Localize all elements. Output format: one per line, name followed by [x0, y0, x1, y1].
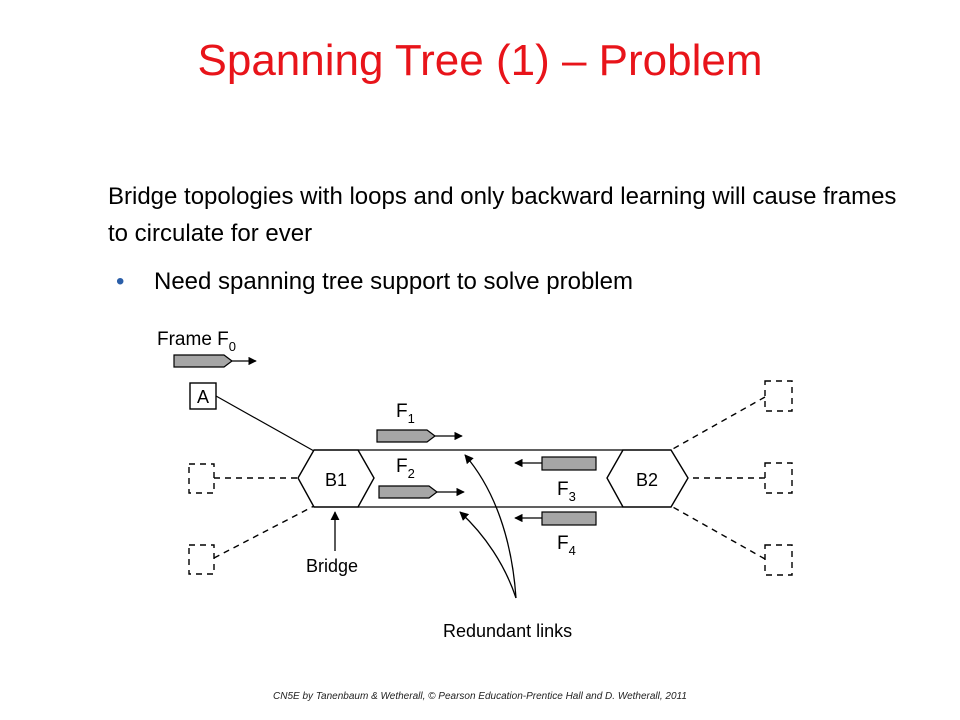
- frame-f2-arrow: [378, 485, 465, 499]
- frame-f0-arrow: [173, 354, 257, 368]
- host-a-label: A: [197, 387, 209, 407]
- bridge-links: [358, 449, 623, 508]
- frame-f4-arrow: [514, 511, 597, 526]
- bridge-b2-label: B2: [636, 470, 658, 490]
- host-a-box: [189, 382, 217, 410]
- bridge-b1-label: B1: [325, 470, 347, 490]
- slide-title: Spanning Tree (1) – Problem: [197, 36, 763, 85]
- frame-f1-label: F1: [396, 401, 415, 426]
- frame-f3-arrow: [514, 456, 597, 471]
- bridge-caption: Bridge: [306, 556, 358, 576]
- redundant-links-caption: Redundant links: [443, 621, 572, 641]
- host-a-link: [215, 395, 315, 452]
- slide-footer: CN5E by Tanenbaum & Wetherall, © Pearson…: [273, 691, 687, 702]
- body-text: Bridge topologies with loops and only ba…: [108, 183, 897, 247]
- frame-f1-arrow: [376, 429, 463, 443]
- bridge-b2: [606, 449, 689, 508]
- frame-f3-label: F3: [557, 479, 576, 504]
- frame-f0-label: Frame F0: [157, 329, 236, 354]
- frame-f4-label: F4: [557, 533, 576, 558]
- bullet-dot: •: [116, 268, 125, 295]
- bridge-b1: [297, 449, 375, 508]
- bullet-text: Need spanning tree support to solve prob…: [154, 268, 633, 295]
- frame-f2-label: F2: [396, 456, 415, 481]
- left-dashed-hosts: [188, 463, 315, 575]
- redundant-links-arrows: [459, 454, 517, 599]
- right-dashed-hosts: [670, 380, 793, 576]
